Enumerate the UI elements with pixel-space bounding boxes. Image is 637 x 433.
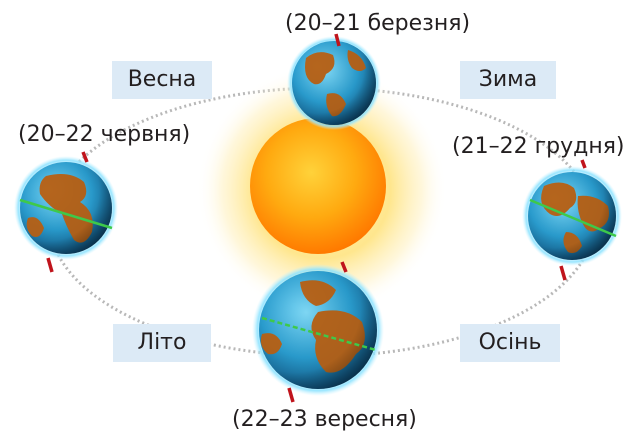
- earth-december: [522, 159, 622, 281]
- earth-axis-bottom: [559, 265, 567, 281]
- earth-axis: [340, 261, 348, 273]
- season-winter: Зима: [460, 61, 556, 99]
- equator-line: [529, 198, 617, 238]
- equator-line: [19, 198, 113, 230]
- equator-line: [261, 316, 377, 352]
- sun-core: [250, 118, 386, 254]
- date-label-march: (20–21 березня): [285, 11, 471, 36]
- earth-june: [14, 151, 118, 273]
- season-summer: Літо: [113, 324, 211, 362]
- date-label-june: (20–22 червня): [18, 122, 191, 147]
- earth-axis-bottom: [287, 387, 295, 403]
- earth-september: [252, 261, 384, 403]
- earth-axis: [580, 159, 587, 169]
- earth-axis: [334, 33, 341, 47]
- date-label-december: (21–22 грудня): [452, 134, 625, 159]
- earth-march: [287, 33, 381, 130]
- date-label-september: (22–23 вересня): [232, 407, 417, 432]
- earth-axis: [81, 151, 89, 163]
- season-autumn: Осінь: [460, 324, 560, 362]
- sun: [197, 65, 447, 315]
- season-spring: Весна: [112, 61, 212, 99]
- earth-axis-bottom: [46, 257, 54, 273]
